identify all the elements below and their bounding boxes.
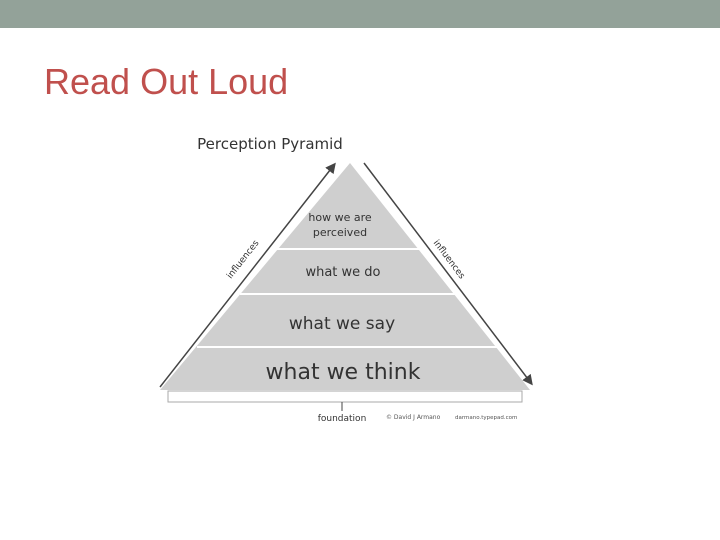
pyramid-svg: Perception Pyramid how we are perceived …	[159, 135, 533, 424]
slide-title: Read Out Loud	[44, 61, 289, 102]
level-label-do: what we do	[305, 265, 380, 280]
level-label-perceived-1: how we are	[308, 211, 371, 224]
pyramid-shape	[160, 163, 530, 390]
level-label-perceived-2: perceived	[313, 226, 367, 239]
pyramid-base	[167, 390, 523, 403]
level-label-think: what we think	[266, 360, 421, 385]
level-label-say: what we say	[289, 314, 395, 334]
top-accent-bar	[0, 0, 720, 28]
site-credit: darmano.typepad.com	[455, 415, 517, 421]
foundation-label: foundation	[318, 414, 367, 424]
influence-arrow-right	[363, 162, 533, 386]
influence-label-left: influences	[225, 238, 261, 281]
diagram-title: Perception Pyramid	[197, 135, 343, 153]
perception-pyramid-figure: Perception Pyramid how we are perceived …	[150, 125, 540, 430]
copyright-text: © David J Armano	[386, 414, 441, 421]
influence-arrow-left	[159, 162, 336, 388]
